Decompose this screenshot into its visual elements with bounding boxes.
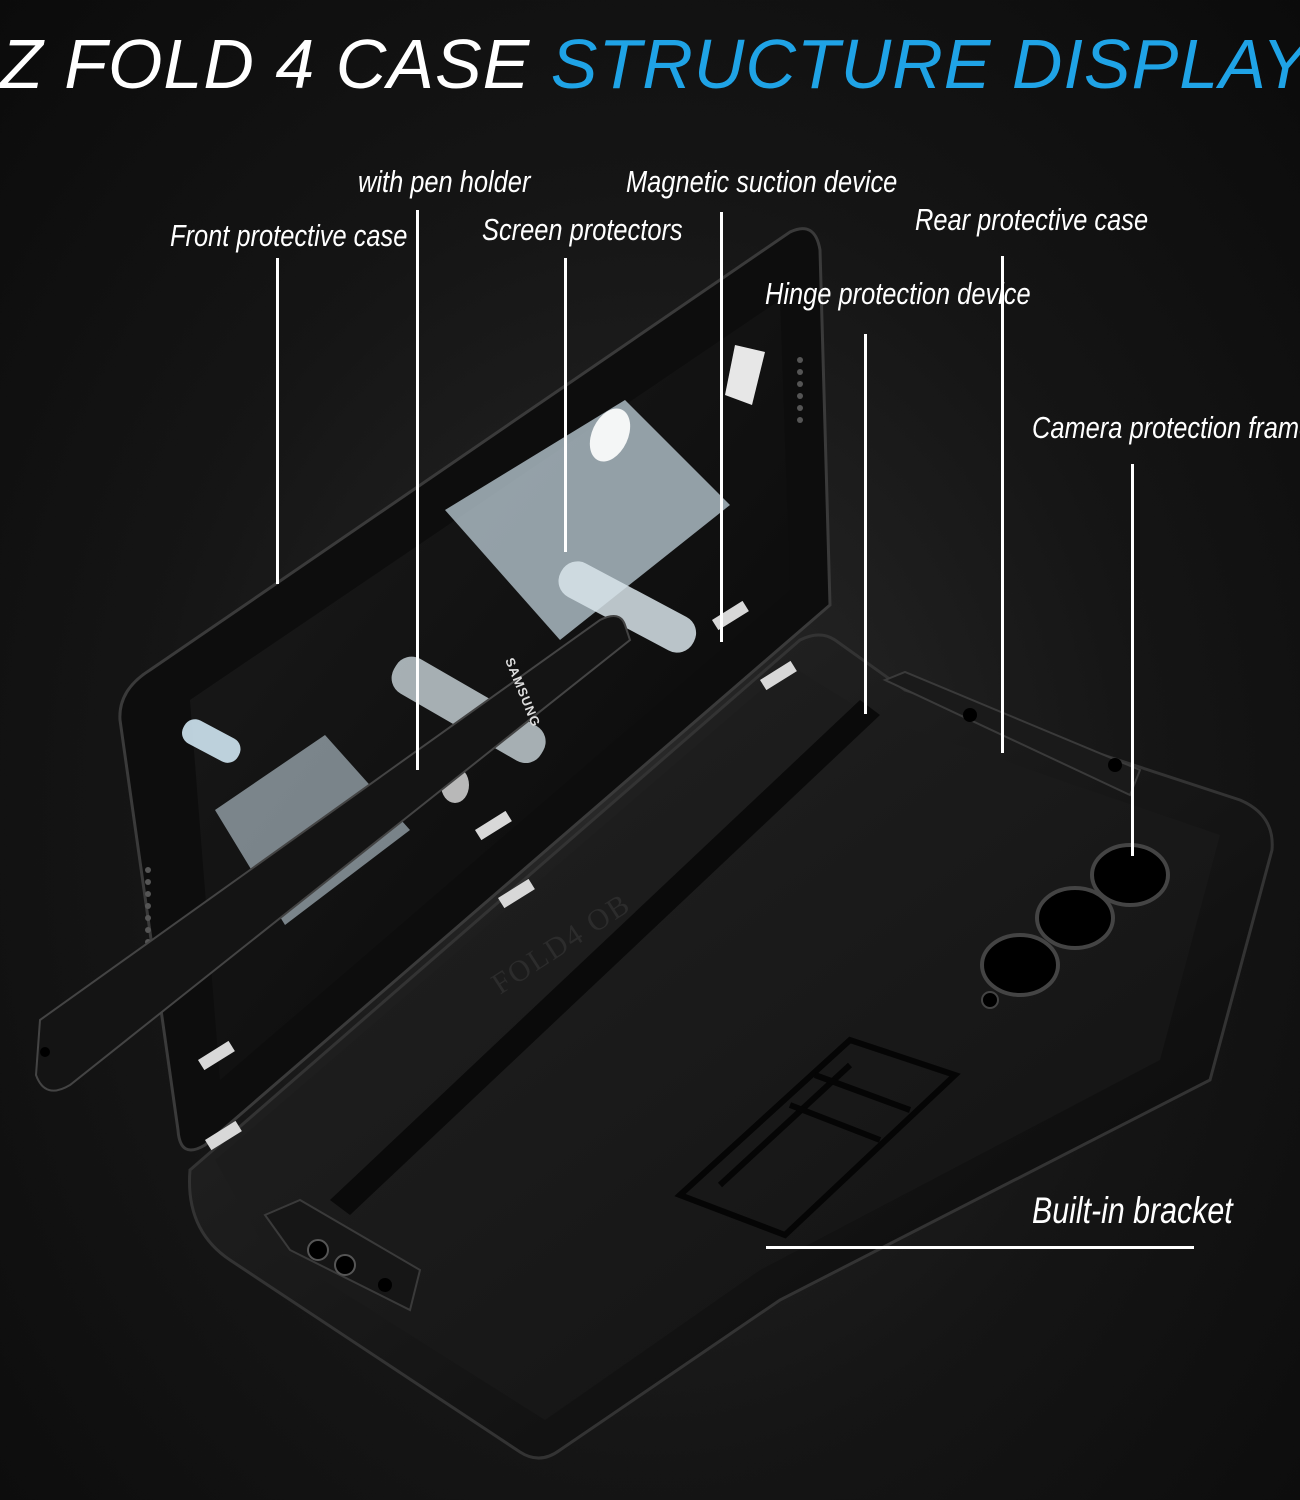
page-title: Z FOLD 4 CASE STRUCTURE DISPLAY [0,24,1300,104]
leader-screen-protectors [564,258,567,552]
kickstand-shape [674,1036,961,1239]
label-hinge-protection: Hinge protection device [765,276,1031,311]
label-screen-protectors: Screen protectors [482,212,683,247]
leader-built-in-bracket [766,1246,1194,1249]
title-blue-part: STRUCTURE DISPLAY [550,25,1300,103]
label-front-case: Front protective case [170,218,408,253]
leader-hinge-protection [864,334,867,714]
leader-front-case [276,258,279,584]
title-white-part: Z FOLD 4 CASE [0,25,531,103]
label-rear-case: Rear protective case [915,202,1149,237]
label-magnetic-suction: Magnetic suction device [626,164,898,199]
label-pen-holder: with pen holder [358,164,531,199]
camera-cutouts [980,843,1170,1009]
label-camera-frame: Camera protection frame [1032,410,1300,445]
label-built-in-bracket: Built-in bracket [1032,1190,1233,1231]
leader-pen-holder [416,210,419,770]
rear-case-shape: FOLD4 OB [188,633,1274,1460]
leader-rear-case [1001,256,1004,753]
leader-magnetic-suction [720,212,723,642]
leader-camera-frame [1131,464,1134,856]
